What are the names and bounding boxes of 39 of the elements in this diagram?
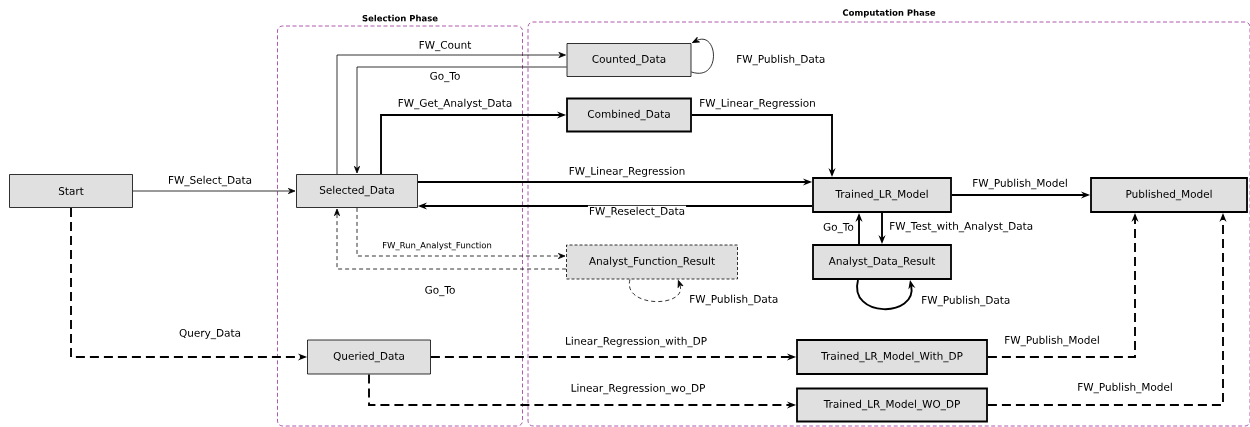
self-loop-arrow: [629, 279, 684, 302]
edge-label: Go_To: [428, 70, 462, 84]
phase-heading: Selection Phase: [362, 14, 438, 22]
state-box: Start: [9, 174, 133, 208]
state-box: Selected_Data: [296, 174, 418, 208]
edge-label: Go_To: [423, 284, 457, 298]
state-box: Analyst_Data_Result: [812, 244, 952, 280]
phase-heading: Computation Phase: [842, 9, 936, 18]
edge-label: FW_Test_with_Analyst_Data: [888, 220, 1035, 234]
edge-label: FW_Get_Analyst_Data: [396, 97, 514, 111]
self-loop-arrow: [691, 36, 714, 74]
edge-label: FW_Run_Analyst_Function: [381, 240, 493, 252]
edge-label: FW_Publish_Model: [971, 177, 1069, 191]
edge-label: FW_Publish_Model: [1076, 381, 1174, 395]
arrow: [336, 52, 566, 175]
arrow: [354, 66, 567, 174]
state-box: Published_Model: [1090, 177, 1248, 213]
edge-label: FW_Publish_Model: [1003, 334, 1101, 348]
state-box: Combined_Data: [566, 97, 692, 133]
state-box: Trained_LR_Model_WO_DP: [796, 387, 988, 423]
edge-label: FW_Publish_Data: [920, 294, 1012, 308]
edge-label: FW_Linear_Regression: [698, 97, 817, 111]
state-box: Trained_LR_Model_With_DP: [796, 339, 988, 375]
state-box: Counted_Data: [566, 43, 692, 77]
edge-label: Query_Data: [178, 327, 242, 341]
arrow: [356, 207, 566, 259]
state-box: Queried_Data: [307, 339, 431, 375]
edge-label: Linear_Regression_with_DP: [564, 335, 708, 349]
arrow: [334, 208, 567, 270]
state-box: Analyst_Function_Result: [566, 244, 738, 280]
edge-label: Go_To: [822, 221, 855, 235]
edge-label: FW_Select_Data: [166, 174, 254, 188]
edge-label: FW_Linear_Regression: [567, 165, 687, 179]
state-box: Trained_LR_Model: [812, 177, 952, 213]
arrow: [132, 188, 296, 194]
edge-label: FW_Count: [417, 39, 473, 53]
edge-label: FW_Publish_Data: [735, 53, 827, 67]
edge-label: Linear_Regression_wo_DP: [569, 382, 707, 396]
edge-label: FW_Publish_Data: [688, 293, 780, 307]
